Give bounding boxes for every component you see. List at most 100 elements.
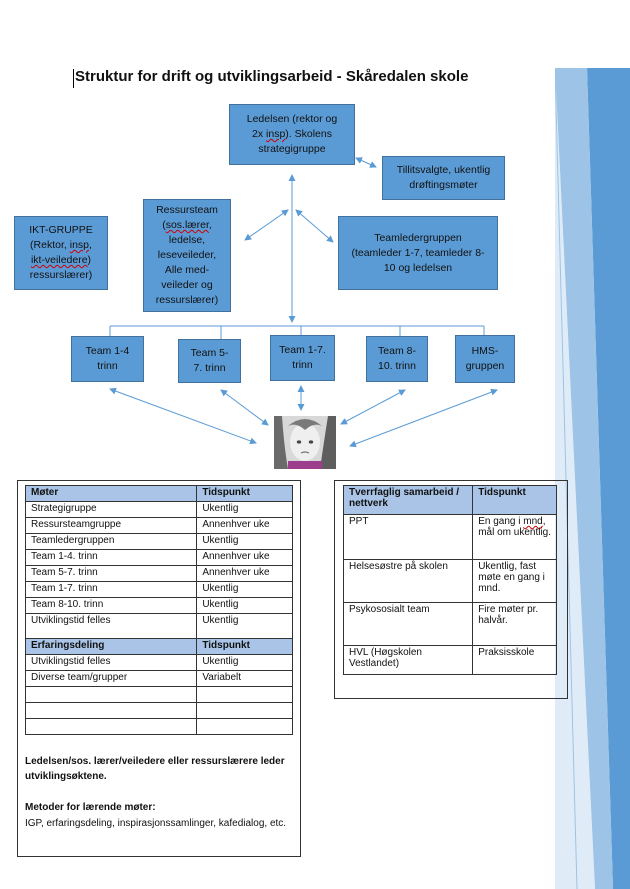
team-5-7-box: Team 5- 7. trinn (178, 339, 241, 383)
ledelsen-line1: Ledelsen (rektor og (246, 113, 338, 125)
table-cell: Strategigruppe (24, 501, 198, 518)
tverrfaglig-header-cell: Tidspunkt (472, 485, 557, 515)
empty-row (24, 686, 293, 703)
tillitsvalgte-line2: drøftingsmøter (409, 179, 478, 191)
ikt-line4: ressurslærer) (29, 269, 93, 281)
table-row: Helsesøstre på skolen Ukentlig, fast møt… (342, 559, 557, 603)
ikt-line1: IKT-GRUPPE (29, 224, 93, 236)
table-cell: Teamledergruppen (24, 533, 198, 550)
tillitsvalgte-line1: Tillitsvalgte, ukentlig (396, 164, 491, 176)
tverrfaglig-table: Tverrfaglig samarbeid / nettverk Tidspun… (342, 485, 557, 675)
table-cell: Ukentlig (196, 581, 293, 598)
moter-panel (17, 480, 301, 857)
erfaringsdeling-header-cell: Erfaringsdeling (24, 638, 198, 655)
moter-header-cell: Tidspunkt (196, 485, 293, 502)
empty-cell (24, 718, 198, 735)
teamleder-line1: Teamledergruppen (374, 231, 462, 244)
tverrfaglig-panel (334, 480, 568, 699)
tverrfaglig-header-row: Tverrfaglig samarbeid / nettverk Tidspun… (342, 485, 557, 515)
table-cell: Ukentlig (196, 613, 293, 639)
table-cell: PPT (342, 514, 474, 560)
team57-line1: Team 5- (190, 347, 229, 359)
table-row: PPT En gang i mnd, mål om ukentlig. (342, 514, 557, 560)
team14-line1: Team 1-4 (85, 345, 130, 357)
teamledergruppen-box: Teamledergruppen (teamleder 1-7, teamled… (338, 216, 498, 290)
table-cell: Utviklingstid felles (24, 613, 198, 639)
erfaringsdeling-header-cell: Tidspunkt (196, 638, 293, 655)
ressursteam-line6: veileder og (161, 279, 213, 291)
empty-cell (196, 718, 293, 735)
table-cell: HVL (Høgskolen Vestlandet) (342, 645, 474, 675)
ikt-line2-wavy: insp (69, 239, 89, 251)
team810-line1: Team 8- (378, 345, 416, 357)
ikt-line2b: , (89, 239, 92, 251)
ressursteam-line7: ressurslærer) (155, 294, 219, 306)
erfaringsdeling-header-row: Erfaringsdeling Tidspunkt (24, 638, 293, 655)
ppt-time-pre: En gang i (478, 516, 524, 527)
ikt-gruppe-box: IKT-GRUPPE (Rektor, insp, ikt-veiledere)… (14, 216, 108, 290)
table-cell: Fire møter pr. halvår. (472, 602, 557, 646)
team810-line2: 10. trinn (378, 360, 416, 372)
ressursteam-line2b: , (208, 219, 212, 231)
table-cell: Team 8-10. trinn (24, 597, 198, 614)
table-cell: Annenhver uke (196, 565, 293, 582)
empty-row (24, 718, 293, 735)
ikt-line2a: (Rektor, (30, 239, 70, 251)
team14-line2: trinn (97, 360, 118, 372)
table-cell: Utviklingstid felles (24, 654, 198, 671)
table-cell: Variabelt (196, 670, 293, 687)
decorative-side-band (555, 67, 630, 889)
moter-header-row: Møter Tidspunkt (24, 485, 293, 502)
page-title: Struktur for drift og utviklingsarbeid -… (75, 68, 469, 85)
lead-note: Ledelsen/sos. lærer/veiledere eller ress… (25, 756, 285, 782)
table-row: HVL (Høgskolen Vestlandet) Praksisskole (342, 645, 557, 675)
team-1-7-box: Team 1-7. trinn (270, 335, 335, 381)
ressursteam-line2-wavy: sos.lærer (165, 219, 209, 231)
ledelsen-line2-wavy: insp (266, 128, 286, 140)
hms-line2: gruppen (465, 360, 505, 372)
table-cell: Helsesøstre på skolen (342, 559, 474, 603)
ressursteam-line3: ledelse, (168, 234, 206, 246)
hms-line1: HMS- (471, 345, 499, 357)
table-cell: En gang i mnd, mål om ukentlig. (472, 514, 557, 560)
text-cursor (73, 69, 74, 88)
table-cell: Ukentlig (196, 654, 293, 671)
table-cell: Team 5-7. trinn (24, 565, 198, 582)
table-cell: Ukentlig, fast møte en gang i mnd. (472, 559, 557, 603)
tillitsvalgte-box: Tillitsvalgte, ukentlig drøftingsmøter (382, 156, 505, 200)
ledelsen-line2b: ). Skolens (285, 128, 332, 140)
ressursteam-box: Ressursteam (sos.lærer, ledelse, lesevei… (143, 199, 231, 312)
empty-cell (24, 702, 198, 719)
ppt-time-wavy: mnd (523, 516, 543, 527)
teamleder-line2: (teamleder 1-7, teamleder 8- (351, 246, 485, 259)
teamleder-line3: 10 og ledelsen (383, 261, 453, 274)
team17-line2: trinn (292, 359, 313, 371)
team17-line1: Team 1-7. (279, 344, 326, 356)
methods-title: Metoder for lærende møter: (25, 802, 156, 813)
table-cell: Praksisskole (472, 645, 557, 675)
empty-cell (196, 686, 293, 703)
ledelsen-line3: strategigruppe (258, 143, 326, 155)
team57-line2: 7. trinn (193, 362, 226, 374)
table-cell: Diverse team/grupper (24, 670, 198, 687)
child-photo (274, 416, 336, 469)
table-cell: Team 1-4. trinn (24, 549, 198, 566)
table-row: Psykososialt team Fire møter pr. halvår. (342, 602, 557, 646)
ikt-line3b: ) (87, 254, 92, 266)
moter-header-cell: Møter (24, 485, 198, 502)
team-8-10-box: Team 8- 10. trinn (366, 336, 428, 382)
ledelsen-line2a: 2x (252, 128, 267, 140)
table-cell: Annenhver uke (196, 549, 293, 566)
